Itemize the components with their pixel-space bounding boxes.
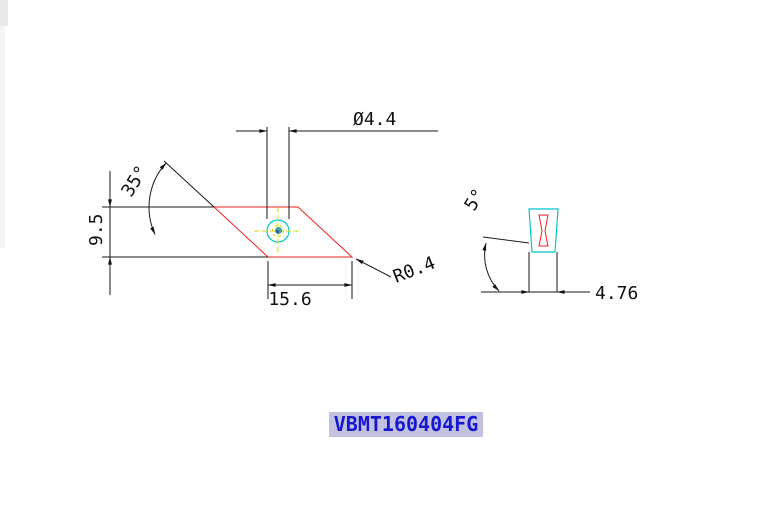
corner-radius-text: R0.4 — [390, 253, 438, 288]
side-profile-top — [528, 208, 559, 253]
dim-height: 9.5 — [86, 171, 268, 295]
left-scrollbar-remnant — [0, 26, 5, 248]
clearance-angle-text: 5° — [460, 185, 489, 215]
center-grip-dot-inner — [276, 230, 279, 233]
center-grip-dot[interactable] — [275, 227, 282, 234]
angle-arc — [482, 242, 500, 292]
thickness-text: 4.76 — [595, 283, 638, 304]
angle-extension-line — [163, 160, 215, 208]
leader-line — [355, 258, 392, 278]
dim-hole-diameter: Ø4.4 — [236, 109, 438, 219]
dim-corner-radius: R0.4 — [355, 253, 438, 288]
insert-outline — [212, 206, 354, 258]
left-toolbar-remnant — [0, 0, 8, 26]
height-text: 9.5 — [86, 213, 107, 246]
angle-extension-line — [482, 236, 530, 244]
dim-length: 15.6 — [267, 261, 353, 310]
side-view — [528, 208, 559, 293]
part-number-label[interactable]: VBMT160404FG — [329, 412, 483, 437]
dim-thickness: 4.76 — [481, 283, 638, 304]
dim-clearance-angle: 5° — [460, 185, 530, 292]
dim-nose-angle: 35° — [117, 160, 215, 235]
length-text: 15.6 — [268, 289, 311, 310]
side-hole-profile — [538, 214, 549, 247]
front-view — [212, 206, 354, 258]
nose-angle-text: 35° — [117, 162, 152, 201]
hole-diameter-text: Ø4.4 — [353, 109, 396, 130]
angle-arc — [148, 162, 167, 235]
